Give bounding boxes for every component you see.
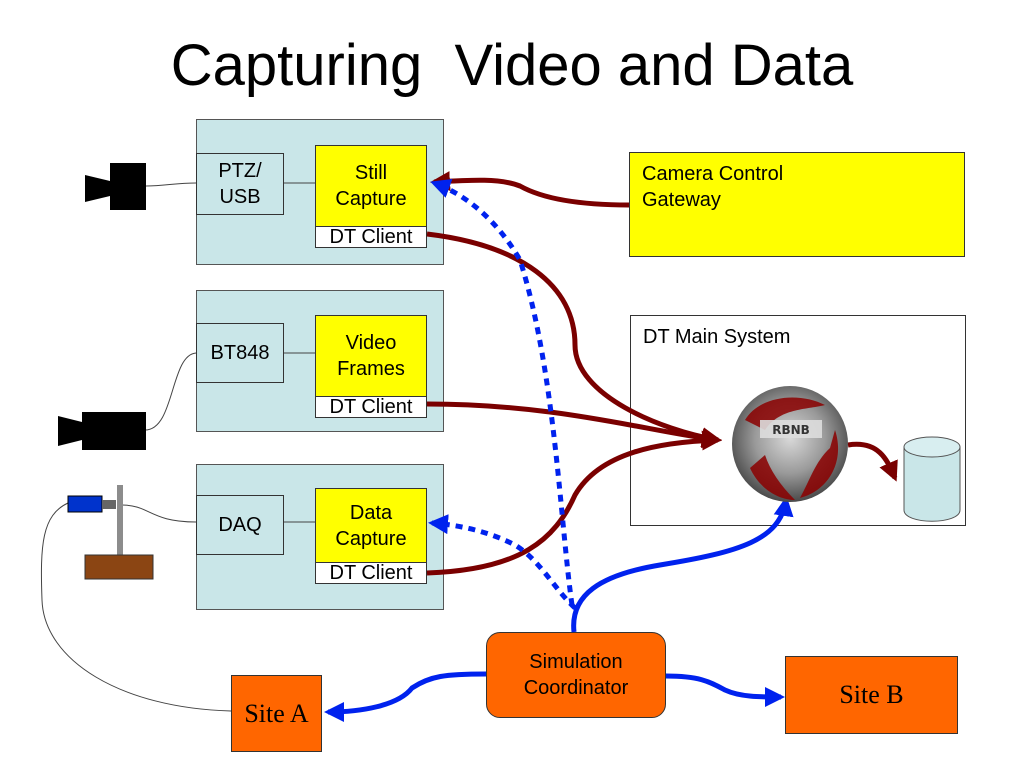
site-b: Site B — [785, 656, 958, 734]
rbnb-server-icon: RBNB — [732, 386, 848, 502]
dt-client-still: DT Client — [315, 226, 427, 248]
database-icon — [903, 436, 961, 522]
flow-coordinator-to-rbnb — [571, 496, 794, 633]
control-coordinator-to-still — [430, 179, 575, 606]
flow-data-client-to-rbnb — [426, 430, 722, 576]
dt-main-system-label: DT Main System — [643, 326, 791, 348]
ptz-usb-interface: PTZ/ USB — [196, 153, 284, 215]
daq-interface: DAQ — [196, 495, 284, 555]
video-camera-icon — [58, 412, 146, 450]
flow-gateway-to-still — [430, 171, 630, 208]
flow-still-client-to-rbnb — [426, 231, 722, 448]
simulation-coordinator: Simulation Coordinator — [486, 632, 666, 718]
camera-control-gateway: Camera Control Gateway — [629, 152, 965, 257]
cable-video-bt848 — [144, 352, 197, 431]
site-a: Site A — [231, 675, 322, 752]
flow-video-client-to-rbnb — [426, 401, 722, 449]
camera-icon — [85, 163, 146, 210]
data-capture-box: Data Capture — [315, 488, 427, 563]
bt848-interface: BT848 — [196, 323, 284, 383]
flow-rbnb-to-database — [847, 441, 898, 482]
cable-sensor-daq — [121, 504, 197, 523]
flow-coordinator-to-site-b — [665, 673, 785, 707]
slide-title: Capturing Video and Data — [170, 33, 854, 98]
control-coordinator-to-data — [428, 514, 577, 610]
rbnb-label: RBNB — [772, 423, 810, 437]
flow-coordinator-to-site-a — [324, 671, 487, 722]
cable-camera-ptz — [145, 182, 197, 187]
sensor-icon — [67, 485, 154, 580]
dt-client-data: DT Client — [315, 562, 427, 584]
cable-sensor-site-a — [40, 502, 232, 712]
dt-client-video: DT Client — [315, 396, 427, 418]
still-capture-box: Still Capture — [315, 145, 427, 227]
